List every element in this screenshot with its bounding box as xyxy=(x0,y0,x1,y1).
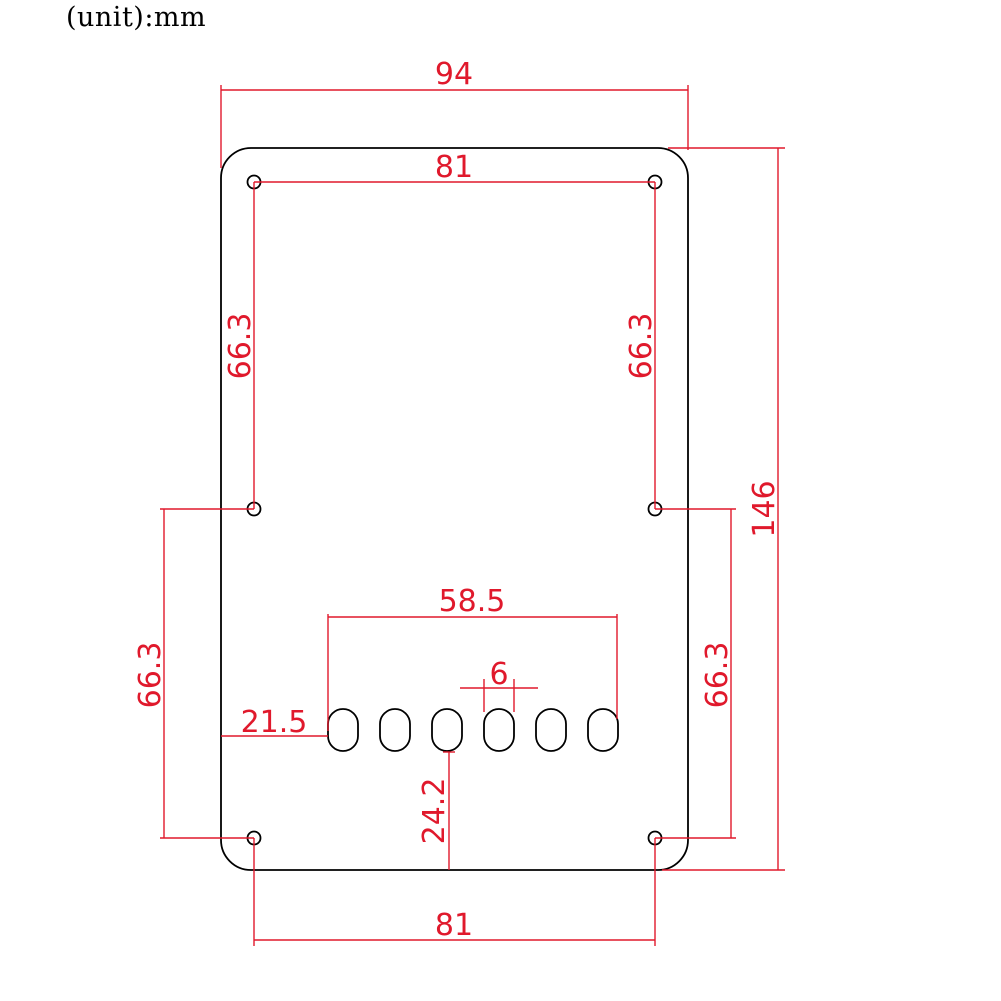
dim-slot-left-offset: 21.5 xyxy=(221,705,328,740)
dim-left-outer-vertical: 66.3 xyxy=(133,508,254,839)
total-width-label: 94 xyxy=(435,57,473,92)
slot-span-label: 58.5 xyxy=(439,584,506,619)
dim-bottom-hole-spacing: 81 xyxy=(253,838,656,946)
dim-left-inner-vertical: 66.3 xyxy=(223,182,258,509)
dim-total-height: 146 xyxy=(662,147,785,871)
slot-3 xyxy=(431,708,463,752)
dim-total-width: 94 xyxy=(220,57,689,168)
dim-right-outer-vertical: 66.3 xyxy=(655,508,736,839)
slot-width-label: 6 xyxy=(489,657,508,692)
slot-4 xyxy=(483,708,515,752)
unit-label: (unit):mm xyxy=(66,2,207,33)
dim-right-inner-vertical: 66.3 xyxy=(624,182,659,509)
slot-left-offset-label: 21.5 xyxy=(241,705,308,740)
dim-slot-span: 58.5 xyxy=(327,584,618,731)
mounting-holes xyxy=(246,174,663,846)
slot-2 xyxy=(379,708,411,752)
slot-1 xyxy=(327,708,359,752)
left-outer-vertical-label: 66.3 xyxy=(133,642,168,709)
slot-5 xyxy=(535,708,567,752)
bottom-hole-spacing-label: 81 xyxy=(435,908,473,943)
dim-slot-bottom-offset: 24.2 xyxy=(417,751,455,870)
string-slots xyxy=(327,708,619,752)
right-inner-vertical-label: 66.3 xyxy=(624,313,659,380)
dim-top-hole-spacing: 81 xyxy=(254,150,655,185)
slot-bottom-offset-label: 24.2 xyxy=(417,778,452,845)
right-outer-vertical-label: 66.3 xyxy=(700,642,735,709)
dim-slot-width: 6 xyxy=(460,657,538,712)
total-height-label: 146 xyxy=(747,480,782,537)
top-hole-spacing-label: 81 xyxy=(435,150,473,185)
left-inner-vertical-label: 66.3 xyxy=(223,313,258,380)
plate-outline xyxy=(220,147,689,871)
slot-6 xyxy=(587,708,619,752)
